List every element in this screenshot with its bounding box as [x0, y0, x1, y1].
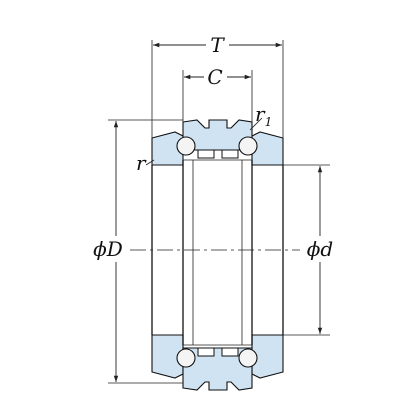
dimension-C: C — [182, 65, 253, 122]
bottom-bearing-section — [151, 334, 284, 391]
top-right-cage — [221, 149, 239, 159]
bottom-left-cage — [197, 347, 215, 357]
bottom-right-ball — [238, 348, 258, 368]
bottom-shaft-washer — [182, 347, 253, 391]
annotation-r: r — [136, 151, 155, 175]
annotation-r1: r1 — [249, 102, 272, 131]
top-left-cage — [197, 149, 215, 159]
label-phi-D: ϕD — [93, 237, 123, 261]
top-bearing-section — [151, 119, 284, 166]
label-r1: r1 — [255, 102, 272, 129]
top-right-ball — [238, 136, 258, 156]
label-r: r — [136, 151, 147, 175]
dimension-T: T — [151, 33, 284, 138]
dimension-D: ϕD — [93, 119, 183, 384]
dimension-d: ϕd — [283, 164, 333, 336]
label-C: C — [207, 65, 222, 89]
body-outlines — [151, 159, 284, 346]
top-left-ball — [176, 136, 196, 156]
bottom-left-ball — [176, 348, 196, 368]
bottom-right-cage — [221, 347, 239, 357]
label-T: T — [210, 33, 225, 57]
label-phi-d: ϕd — [307, 237, 333, 261]
